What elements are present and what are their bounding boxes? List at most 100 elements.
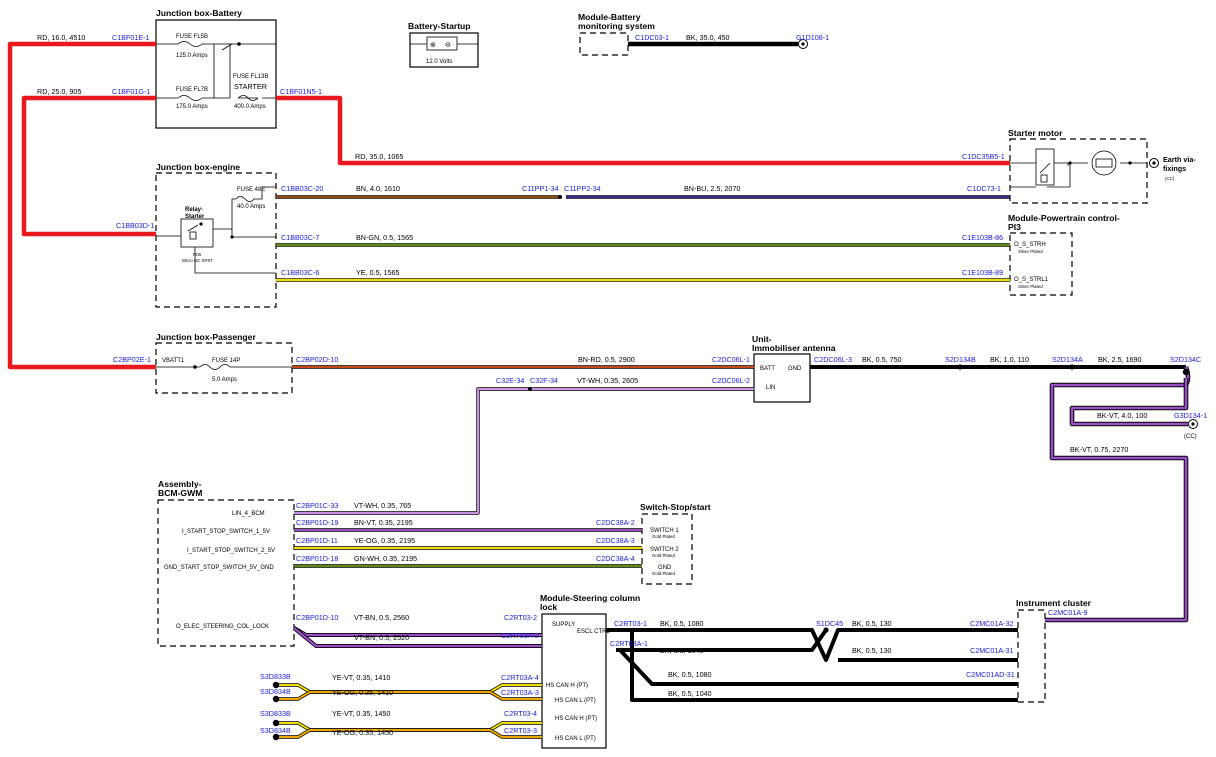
pcm-box [1009,232,1073,296]
battery-volts: 12.0 Volts [426,59,452,65]
battery-plus-icon: ⊕ [430,40,436,49]
wire-bk-1080-low: BK, 0.5, 1080 [668,670,712,679]
bcm-title: Assembly- [158,479,202,489]
connector-s2d134c: S2D134C [1170,355,1201,364]
fuse-fl7b-amps: 175.0 Amps [176,104,208,110]
fuse-fl5b-label: FUSE FL5B [176,34,208,40]
connector-s3d833b-1: S3D833B [260,672,291,681]
fuse-fl13b-label: FUSE FL13B [233,74,268,80]
wire-rd-35: RD, 35.0, 1065 [355,152,403,161]
instrument-cluster-box [1017,609,1046,703]
fuse-48e-label: FUSE 48E [237,187,265,193]
wire-bk-1040-low: BK, 0.5, 1040 [668,689,712,698]
relay-label-2: Starter [185,214,205,220]
connector-c32f: C32F-34 [530,376,558,385]
connector-s2d134b: S2D134B [945,355,976,364]
wire-bk-1040-top: BK, 0.5, 1040 [660,646,704,655]
junction-box-engine-title: Junction box-engine [156,162,240,172]
connector-c2mc01a32: C2MC01A-32 [970,619,1014,628]
junction-box-engine [155,172,277,308]
connector-s3d834b-2: S3D834B [260,726,291,735]
pin-elec-lock: O_ELEC_STEERING_COL_LOCK [176,624,269,630]
relay-type: Micro NC SPST [182,258,213,263]
pin-gnd: GND [788,366,802,372]
fuse-14p-amps: 5.0 Amps [212,377,237,383]
connector-c1dc73: C1DC73-1 [967,184,1001,193]
junction-box-battery [155,19,277,129]
wire-bk-130-mid: BK, 0.5, 130 [852,646,892,655]
pin-gold-2: Gold Plated [652,553,676,558]
pcm-title-2: PI3 [1008,222,1021,232]
pin-lin-4-bcm: LIN_4_BCM [232,511,265,517]
connector-c2mc01ad31: C2MC01AD-31 [966,670,1015,679]
pin-o-s-strh: O_S_STRH [1014,242,1046,248]
wire-ye-og-2195: YE-OG, 0.35, 2195 [354,536,415,545]
fuse-fl13b-name: STARTER [234,82,267,91]
instrument-cluster-title: Instrument cluster [1016,598,1092,608]
battery-monitor-title: Module-Battery [578,12,641,22]
connector-c2bp01d11: C2BP01D-11 [296,536,338,545]
connector-g1d108: G1D108-1 [796,33,829,42]
pin-gold-1: Gold Plated [652,534,676,539]
starter-motor-title: Starter motor [1008,128,1063,138]
immobiliser-box [753,353,811,403]
wire-bn-bu: BN-BU, 2.5, 2070 [684,184,740,193]
pin-start-sw1: I_START_STOP_SWITCH_1_5V [182,529,270,535]
wire-ye-og-1410: YE-OG, 0.35, 1410 [332,688,393,697]
connector-c2dc38a4: C2DC38A-4 [596,554,635,563]
earth-label: Earth via- [1163,155,1196,164]
connector-c1bb03c7: C1BB03C-7 [281,233,319,242]
wire-bk-130-top: BK, 0.5, 130 [852,619,892,628]
fuse-fl5b-amps: 125.0 Amps [176,53,208,59]
wire-vt-bn-2560: VT-BN, 0.5, 2560 [354,613,409,622]
wire-bn-4: BN, 4.0, 1610 [356,184,400,193]
connector-c2bp02e: C2BP02E-1 [113,355,151,364]
connector-c11pp1: C11PP1-34 [522,184,559,193]
wire-bn-gn: BN-GN, 0.5, 1565 [356,233,413,242]
battery-monitor-box [579,32,629,56]
pin-silver-1: Silver Plated [1018,249,1043,254]
connector-c2bp01d10: C2BP01D-10 [296,613,338,622]
junction-box-battery-title: Junction box-Battery [156,8,242,18]
wire-ye-vt-1410: YE-VT, 0.35, 1410 [332,673,390,682]
connector-c2bp01d19: C2BP01D-19 [296,518,338,527]
relay-code: R06 [193,252,202,257]
bcm-title-2: BCM-GWM [158,488,202,498]
pin-gold-3: Gold Plated [652,571,676,576]
connector-c2rt03-3: C2RT03-3 [504,726,537,735]
connector-c1bf01g: C1BF01G-1 [112,87,150,96]
pin-hs-can-l-1: HS CAN L (PT) [555,698,596,704]
battery-startup-box [409,32,479,68]
pcm-title: Module-Powertrain control- [1008,213,1120,223]
junction-box-passenger-title: Junction box-Passenger [156,332,256,342]
connector-c1e103b89: C1E103B-89 [962,268,1003,277]
connector-c1bf01e: C1BF01E-1 [112,33,150,42]
connector-c2rt03a-2: C2RT03A-2 [501,631,539,640]
vbatt-label: VBATT1 [162,358,185,364]
connector-c2bp01c: C2BP01C-33 [296,501,338,510]
wire-bk-1080-top: BK, 0.5, 1080 [660,619,704,628]
connector-s3d833b-2: S3D833B [260,709,291,718]
immobiliser-title: Unit- [752,334,772,344]
connector-c2dc38a3: C2DC38A-3 [596,536,635,545]
connector-c1dc35b5: C1DC35B5-1 [962,152,1005,161]
connector-c1bb03c6: C1BB03C-6 [281,268,319,277]
pin-silver-2: Silver Plated [1018,284,1043,289]
steering-lock-box [541,613,607,749]
starter-motor-box [1009,138,1148,204]
connector-c2rt03a-3: C2RT03A-3 [501,688,539,697]
connector-c2rt03-1: C2RT03-1 [614,619,647,628]
pin-hs-can-h-1: HS CAN H (PT) [546,683,588,689]
pin-gnd-start: GND_START_STOP_SWITCH_5V_GND [164,565,274,571]
wire-bk-vt-4: BK-VT, 4.0, 100 [1097,411,1147,420]
wire-vt-wh-765: VT-WH, 0.35, 765 [354,501,411,510]
wire-vt-bn-2520: VT-BN, 0.5, 2520 [354,633,409,642]
connector-c2rt03a-1: C2RT03A-1 [610,639,648,648]
wire-bk-1: BK, 1.0, 110 [990,355,1029,364]
battery-monitor-title-2: monitoring system [578,21,655,31]
pin-escl-ctrl: ESCL CTRL [577,629,610,635]
connector-c2rt03-4: C2RT03-4 [504,709,537,718]
wire-ye: YE, 0.5, 1565 [356,268,400,277]
wire-bn-rd: BN-RD, 0.5, 2900 [578,355,635,364]
connector-c2rt03a-4: C2RT03A-4 [501,673,539,682]
